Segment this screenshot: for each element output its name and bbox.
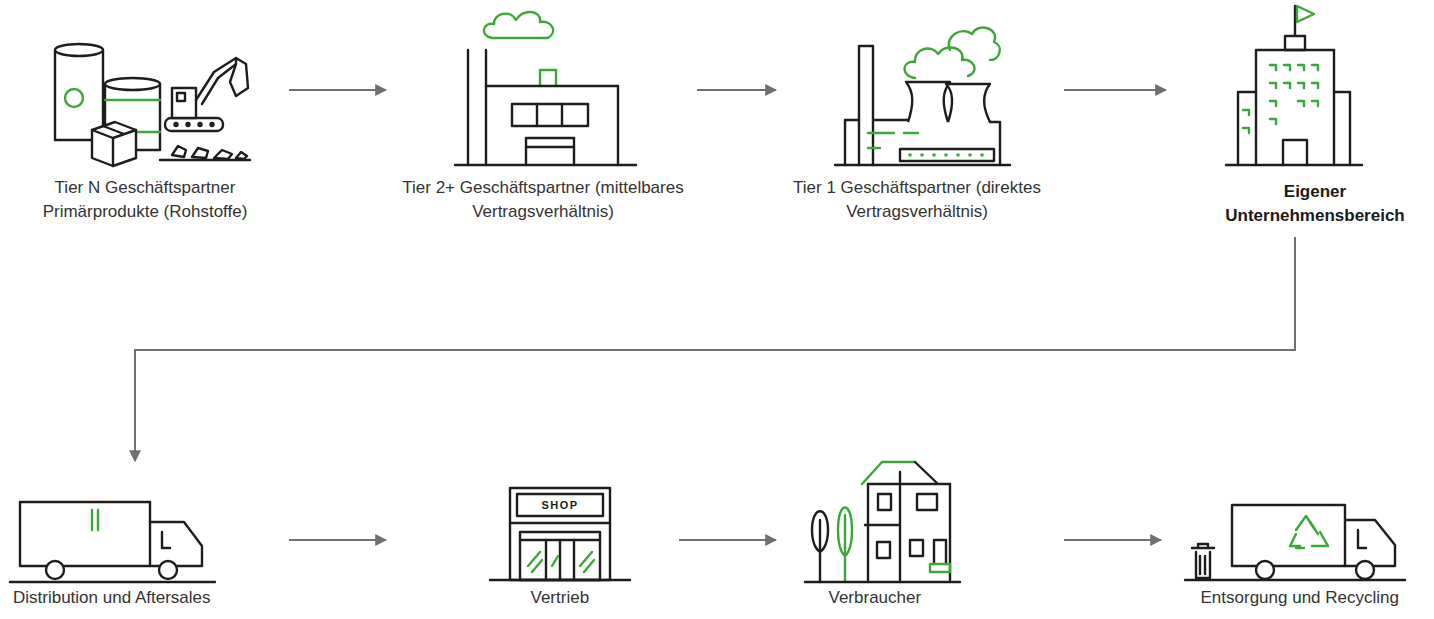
raw-materials-icon bbox=[55, 44, 250, 166]
stage-caption: Verbraucher bbox=[829, 586, 922, 610]
flow-arrow bbox=[697, 89, 776, 91]
flow-arrow bbox=[679, 539, 776, 541]
flow-arrow bbox=[289, 89, 386, 91]
supply-chain-stage: Verbraucher bbox=[785, 455, 1055, 610]
shop-sign-text: SHOP bbox=[541, 499, 578, 511]
office-building-icon bbox=[1226, 6, 1362, 165]
flow-arrow bbox=[135, 237, 1295, 461]
stage-caption: Eigener Unternehmensbereich bbox=[1210, 180, 1420, 228]
supply-chain-stage: Tier N Geschäftspartner Primärprodukte (… bbox=[20, 35, 280, 224]
recycling-truck-icon bbox=[1185, 505, 1405, 580]
stage-caption: Entsorgung und Recycling bbox=[1201, 586, 1399, 610]
delivery-truck-icon bbox=[10, 502, 215, 582]
stage-caption: Tier N Geschäftspartner Primärprodukte (… bbox=[25, 176, 265, 224]
stage-caption: Tier 1 Geschäftspartner (direktes Vertra… bbox=[786, 176, 1048, 224]
stage-caption: Tier 2+ Geschäftspartner (mittelbares Ve… bbox=[398, 176, 688, 224]
supply-chain-stage: Entsorgung und Recycling bbox=[1170, 470, 1425, 610]
flow-arrow bbox=[1064, 539, 1161, 541]
power-plant-icon bbox=[835, 28, 1010, 165]
shop-icon bbox=[490, 488, 630, 580]
factory-icon bbox=[455, 12, 636, 165]
house-icon bbox=[805, 462, 960, 582]
stage-caption: Distribution und Aftersales bbox=[13, 586, 211, 610]
flow-arrow bbox=[289, 539, 386, 541]
supply-chain-stage: Eigener Unternehmensbereich bbox=[1175, 4, 1425, 228]
flow-arrow bbox=[1064, 89, 1166, 91]
stage-caption: Vertrieb bbox=[531, 586, 590, 610]
supply-chain-stage: Tier 2+ Geschäftspartner (mittelbares Ve… bbox=[395, 35, 688, 224]
supply-chain-stage: Distribution und Aftersales bbox=[5, 470, 280, 610]
supply-chain-stage: Vertrieb bbox=[395, 470, 670, 610]
supply-chain-stage: Tier 1 Geschäftspartner (direktes Vertra… bbox=[785, 35, 1055, 224]
